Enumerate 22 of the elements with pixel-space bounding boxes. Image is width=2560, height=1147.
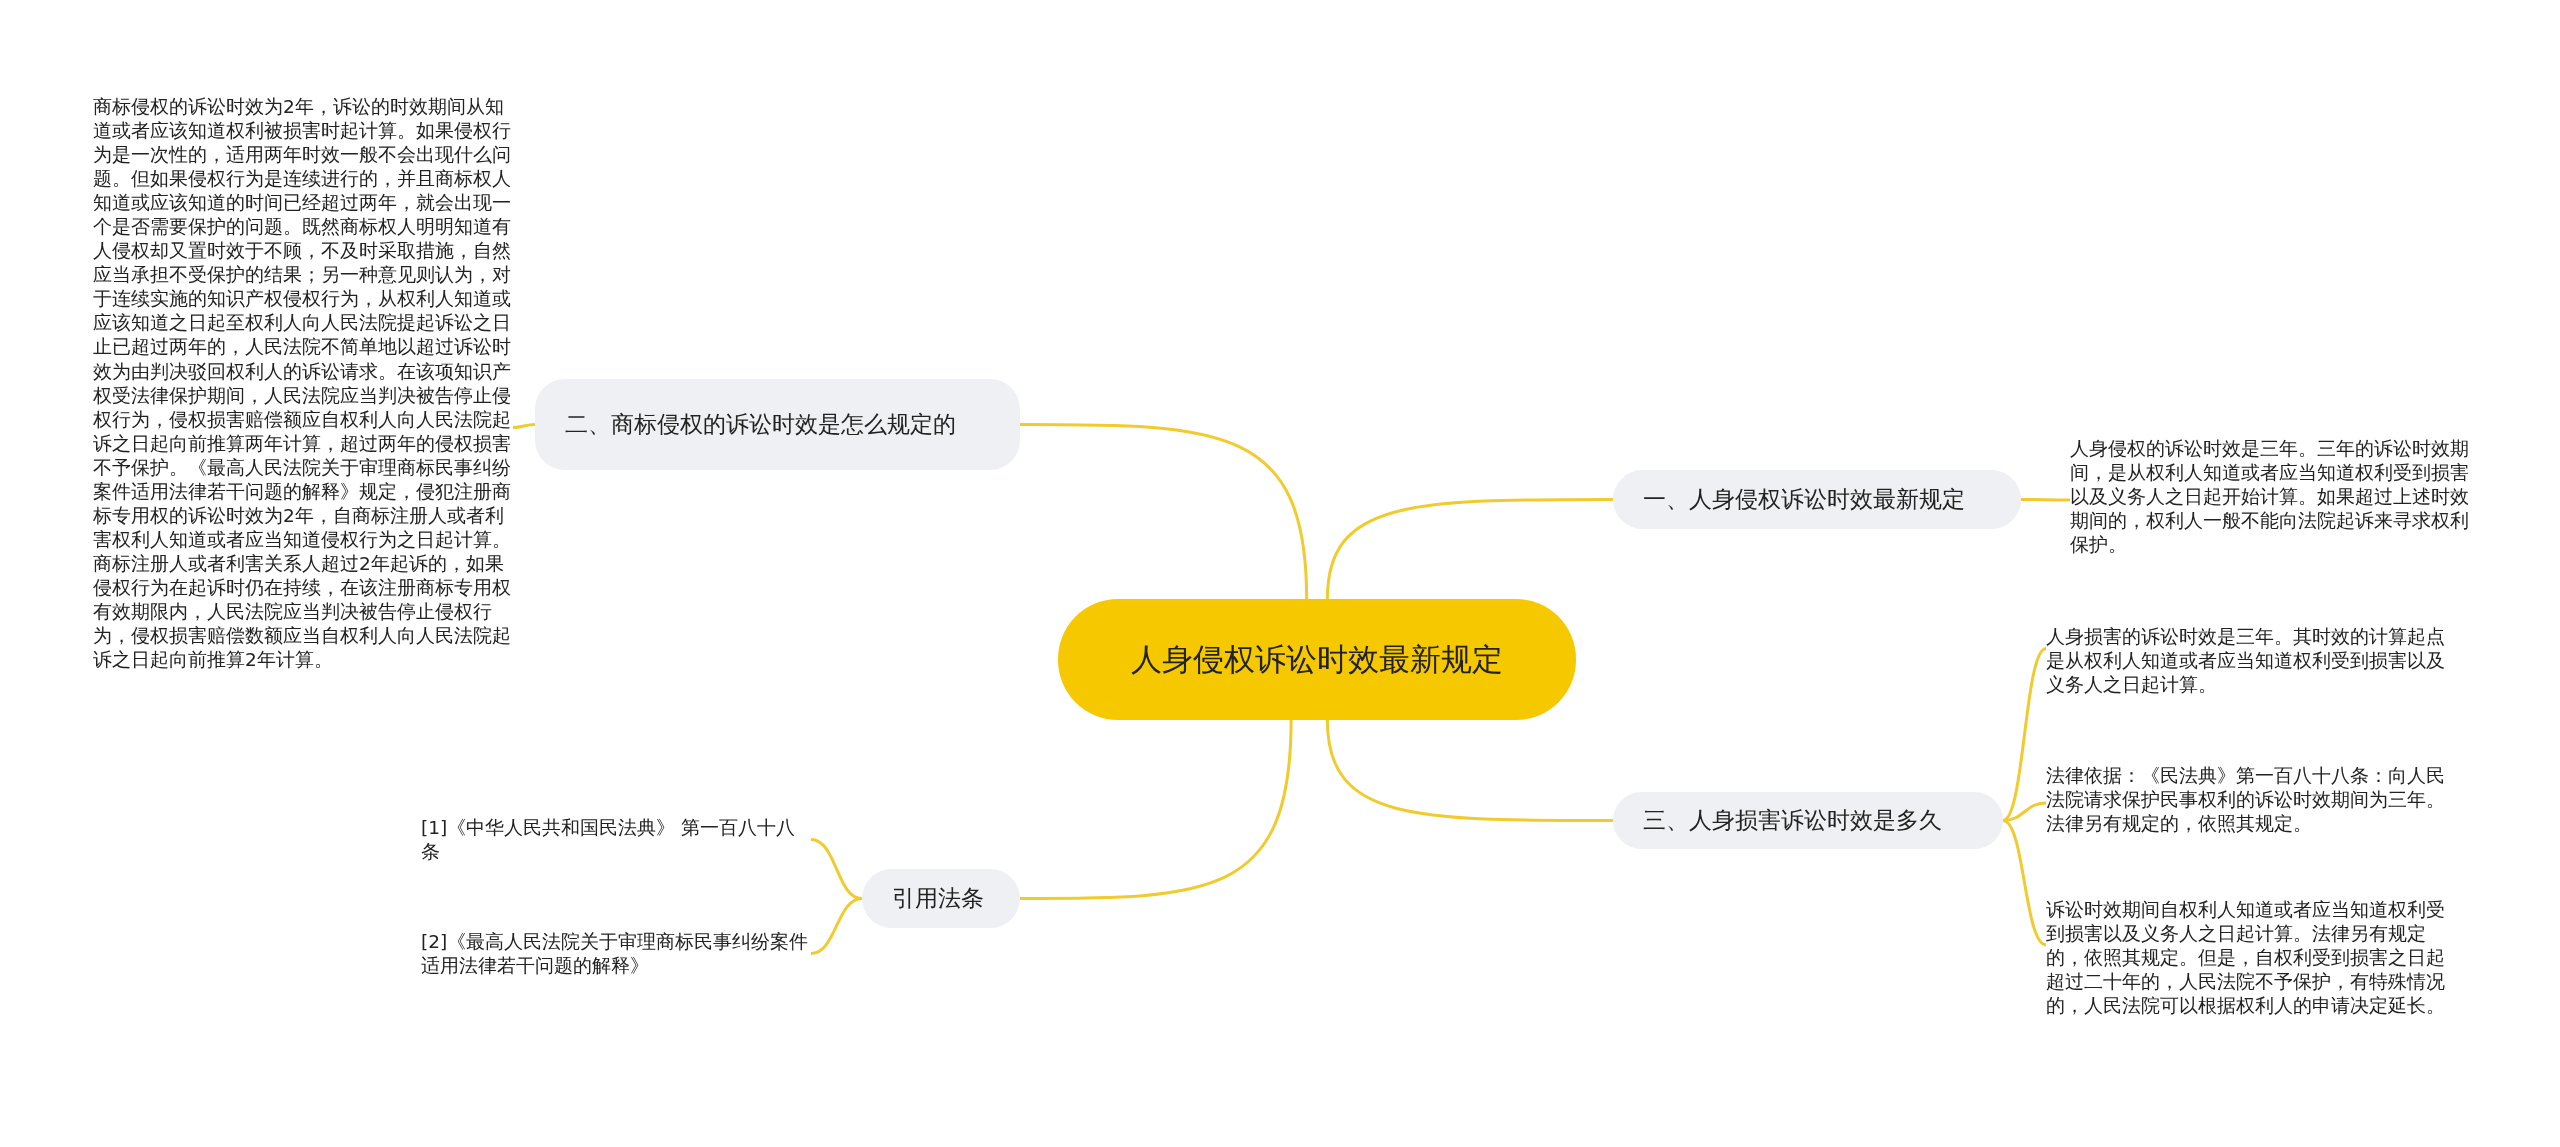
connector-line	[810, 897, 863, 955]
note-text: 商标侵权的诉讼时效为2年，诉讼的时效期间从知道或者应该知道权利被损害时起计算。如果侵权行为是一次性的，适用两年时效一般不会出现什么问题。但如果侵权行为是连续进行的，并且商标权人知道或应该知道的时间已经超过两年，就会出现一个是否需要保护的问题。既然商标权人明明知道有人侵权却又置时效于不顾，不及时采取措施，自然应当承担不受保护的结果；另一种意见则认为，对于连续实施的知识产权侵权行为，从权利人知道或应该知道之日起至权利人向人民法院提起诉讼之日止已超过两年的，人民法院不简单地以超过诉讼时效为由判决驳回权利人的诉讼请求。在该项知识产权受法律保护期间，人民法院应当判决被告停止侵权行为，侵权损害赔偿额应自权利人向人民法院起诉之日起向前推算两年计算，超过两年的侵权损害不予保护。《最高人民法院关于审理商标民事纠纷案件适用法律若干问题的解释》规定，侵犯注册商标专用权的诉讼时效为2年，自商标注册人或者利害权利人知道或者应当知道侵权行为之日起计算。商标注册人或者利害关系人超过2年起诉的，如果侵权行为在起诉时仍在持续，在该注册商标专用权有效期限内，人民法院应当判决被告停止侵权行为，侵权损害赔偿数额应当自权利人向人民法院起诉之日起向前推算2年计算。	[93, 95, 513, 760]
note-text: 诉讼时效期间自权利人知道或者应当知道权利受到损害以及义务人之日起计算。法律另有规定的，依照其规定。但是，自权利受到损害之日起超过二十年的，人民法院不予保护，有特殊情况的，人民法院可以根据权利人的申请决定延长。	[2046, 898, 2448, 1054]
connector-line	[2002, 801, 2047, 822]
note-text: [1]《中华人民共和国民法典》 第一百八十八条	[421, 816, 811, 868]
connector-line	[1325, 498, 1613, 600]
topic-box: 一、人身侵权诉讼时效最新规定	[1613, 470, 2021, 529]
connector-line	[512, 423, 536, 429]
note-text: 人身侵权的诉讼时效是三年。三年的诉讼时效期间，是从权利人知道或者应当知道权利受到损害以及义务人之日起开始计算。如果超过上述时效期间的，权利人一般不能向法院起诉来寻求权利保护。	[2070, 437, 2470, 563]
connector-line	[1020, 423, 1309, 600]
topic-box: 二、商标侵权的诉讼时效是怎么规定的	[535, 379, 1020, 470]
note-text: [2]《最高人民法院关于审理商标民事纠纷案件适用法律若干问题的解释》	[421, 930, 811, 982]
connector-line	[1020, 719, 1293, 900]
connector-line	[2002, 647, 2047, 822]
connector-line	[1325, 719, 1613, 822]
connector-line	[2002, 819, 2047, 947]
connector-line	[2021, 498, 2070, 502]
note-text: 法律依据：《民法典》第一百八十八条：向人民法院请求保护民事权利的诉讼时效期间为三年。法律另有规定的，依照其规定。	[2046, 764, 2448, 842]
central-topic-box: 人身侵权诉讼时效最新规定	[1058, 599, 1576, 720]
note-text: 人身损害的诉讼时效是三年。其时效的计算起点是从权利人知道或者应当知道权利受到损害以及义务人之日起计算。	[2046, 625, 2448, 703]
topic-box: 引用法条	[862, 869, 1020, 928]
topic-box: 三、人身损害诉讼时效是多久	[1613, 792, 2003, 849]
